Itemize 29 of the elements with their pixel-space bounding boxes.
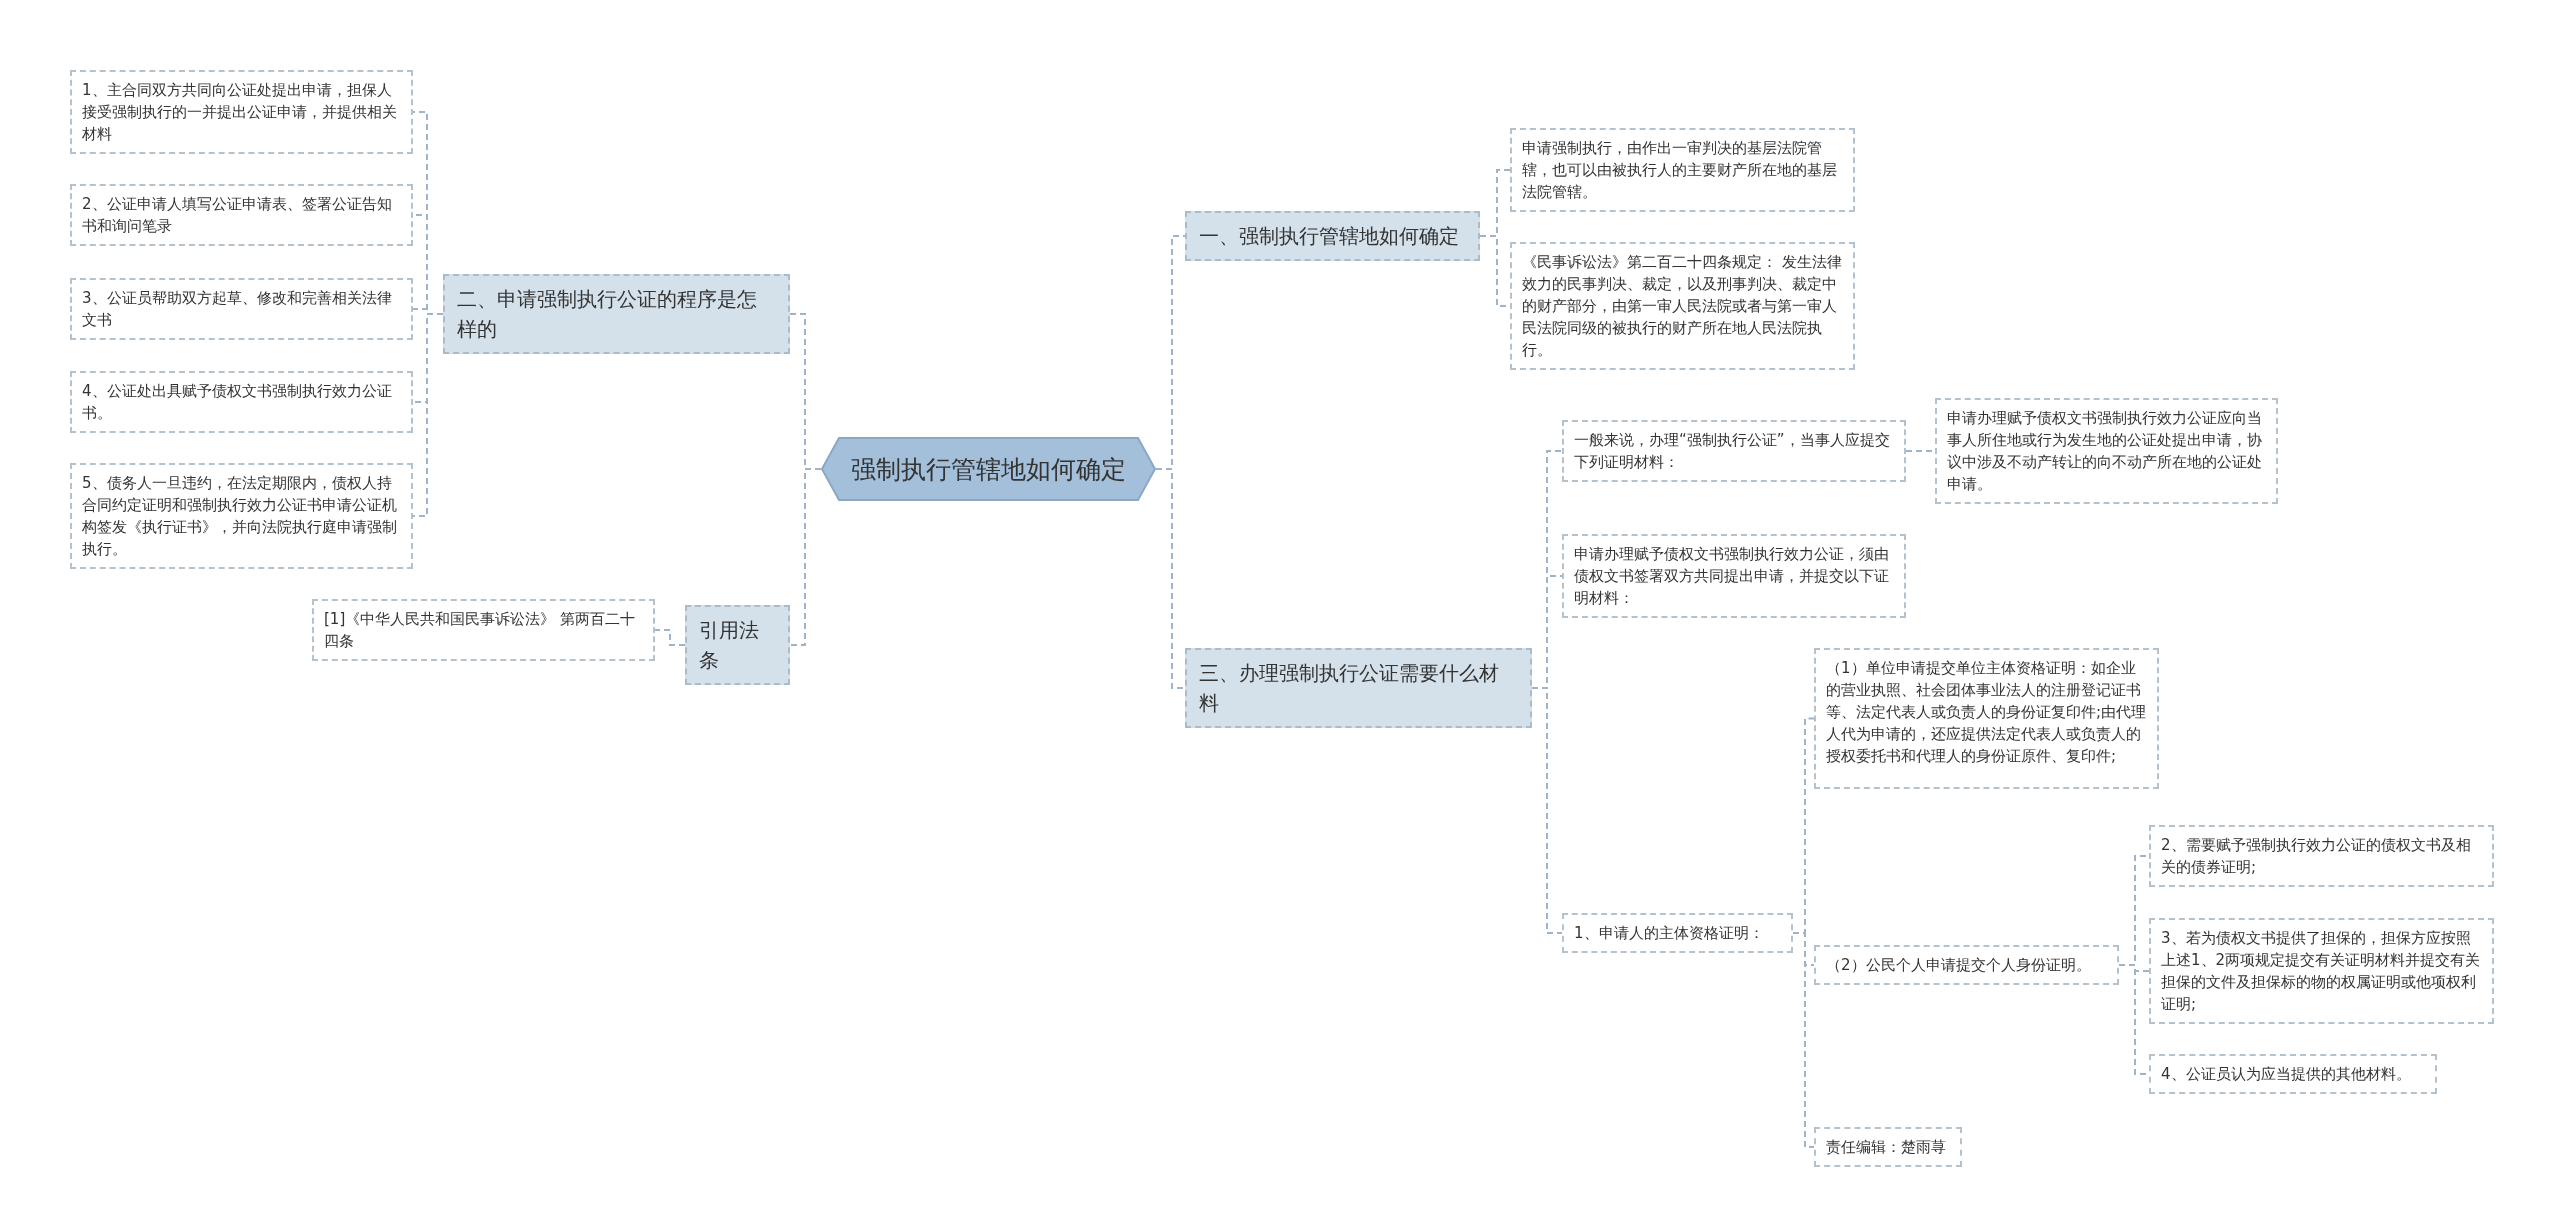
connector (412, 313, 444, 517)
note-box: 责任编辑：楚雨荨 (1814, 1127, 1962, 1167)
topic-box: 三、办理强制执行公证需要什么材料 (1185, 648, 1532, 728)
note-box: 1、申请人的主体资格证明： (1562, 913, 1793, 953)
note-box: 1、主合同双方共同向公证处提出申请，担保人接受强制执行的一并提出公证申请，并提供相关材料 (70, 70, 413, 154)
note-box: （2）公民个人申请提交个人身份证明。 (1814, 945, 2119, 985)
note-box: 申请办理赋予债权文书强制执行效力公证应向当事人所住地或行为发生地的公证处提出申请，协议中涉及不动产转让的向不动产所在地的公证处申请。 (1935, 398, 2278, 504)
connector (1792, 932, 1815, 1148)
note-box: 3、公证员帮助双方起草、修改和完善相关法律文书 (70, 278, 413, 340)
note-box: 《民事诉讼法》第二百二十四条规定： 发生法律效力的民事判决、裁定，以及刑事判决、裁定中的财产部分，由第一审人民法院或者与第一审人民法院同级的被执行的财产所在地人民法院执行。 (1510, 242, 1855, 370)
note-box: （1）单位申请提交单位主体资格证明：如企业的营业执照、社会团体事业法人的注册登记证书等、法定代表人或负责人的身份证复印件;由代理人代为申请的，还应提供法定代表人或负责人的授权委托书和代理人的身份证原件、复印件; (1814, 648, 2159, 789)
note-box: 2、公证申请人填写公证申请表、签署公证告知书和询问笔录 (70, 184, 413, 246)
topic-box: 引用法条 (685, 605, 790, 685)
connector (789, 468, 822, 646)
note-box: 2、需要赋予强制执行效力公证的债权文书及相关的债券证明; (2149, 825, 2494, 887)
note-box: 申请办理赋予债权文书强制执行效力公证，须由债权文书签署双方共同提出申请，并提交以下证明材料： (1562, 534, 1906, 618)
topic-box: 一、强制执行管辖地如何确定 (1185, 211, 1480, 261)
central-topic: 强制执行管辖地如何确定 (821, 437, 1156, 501)
connector (1155, 468, 1186, 689)
topic-box: 二、申请强制执行公证的程序是怎样的 (443, 274, 790, 354)
connector (1531, 687, 1563, 934)
note-box: 一般来说，办理“强制执行公证”，当事人应提交下列证明材料： (1562, 420, 1906, 482)
connector (654, 629, 686, 646)
note-box: 3、若为债权文书提供了担保的，担保方应按照上述1、2两项规定提交有关证明材料并提交有关担保的文件及担保标的物的权属证明或他项权利证明; (2149, 918, 2494, 1024)
note-box: 4、公证处出具赋予债权文书强制执行效力公证书。 (70, 371, 413, 433)
note-box: 4、公证员认为应当提供的其他材料。 (2149, 1054, 2437, 1094)
note-box: [1]《中华人民共和国民事诉讼法》 第两百二十四条 (312, 599, 655, 661)
note-box: 5、债务人一旦违约，在法定期限内，债权人持合同约定证明和强制执行效力公证书申请公证机构签发《执行证书》，并向法院执行庭申请强制执行。 (70, 463, 413, 569)
note-box: 申请强制执行，由作出一审判决的基层法院管辖，也可以由被执行人的主要财产所在地的基层法院管辖。 (1510, 128, 1855, 212)
